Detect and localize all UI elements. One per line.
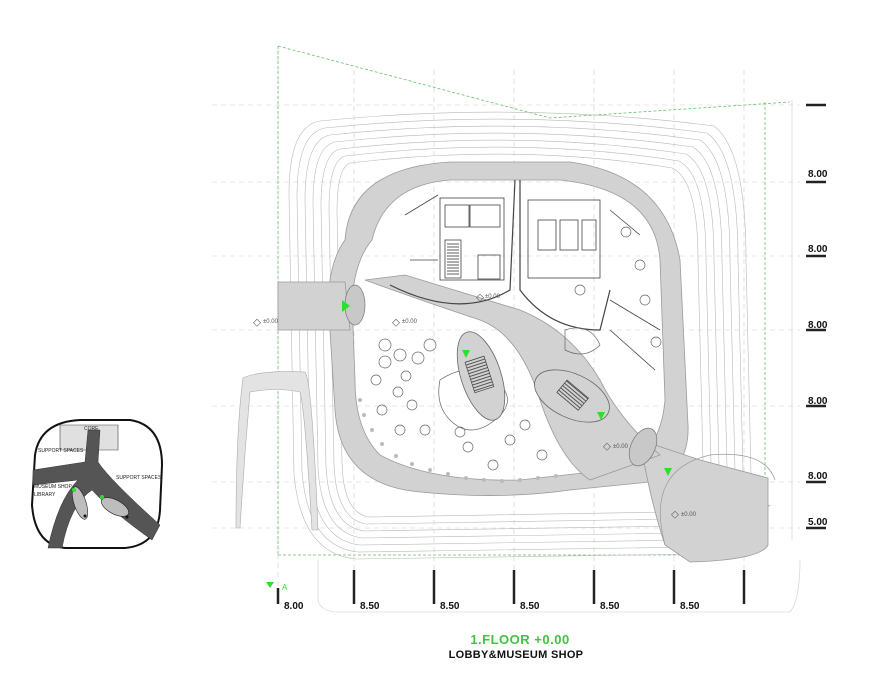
plaza-circle: [659, 454, 776, 546]
svg-text:8.50: 8.50: [600, 601, 620, 612]
section-marker: A: [266, 582, 288, 592]
svg-text:8.50: 8.50: [440, 601, 460, 612]
library-stair: [464, 355, 495, 394]
core-wall: [389, 179, 516, 305]
level-marker-west: ±0.00: [253, 318, 279, 327]
service-rooms: [404, 194, 661, 371]
svg-text:8.00: 8.00: [808, 244, 828, 255]
bottom-dimension-curve: [317, 559, 801, 613]
zoning-library-pod: [71, 486, 89, 520]
svg-text:MUSEUM SHOP: MUSEUM SHOP: [34, 484, 72, 490]
svg-text:8.50: 8.50: [520, 601, 540, 612]
west-entrance-walkway: [277, 281, 351, 331]
zoning-shop-pod: [101, 497, 129, 517]
svg-text:±0.00: ±0.00: [263, 319, 279, 325]
svg-text:8.00: 8.00: [808, 471, 828, 482]
svg-text:8.00: 8.00: [284, 601, 304, 612]
svg-text:8.00: 8.00: [808, 320, 828, 331]
svg-text:±0.00: ±0.00: [485, 294, 501, 300]
bottom-dimension-labels: 8.00 8.50 8.50 8.50 8.50 8.50: [284, 601, 700, 612]
svg-text:CORE: CORE: [84, 426, 99, 432]
zoning-diagram: CORE SUPPORT SPACES SUPPORT SPACES MUSEU…: [30, 419, 164, 549]
svg-text:8.50: 8.50: [680, 601, 700, 612]
svg-text:5.00: 5.00: [808, 517, 828, 528]
svg-text:8.00: 8.00: [808, 169, 828, 180]
seating-row: [358, 398, 558, 483]
southeast-plaza: [639, 439, 769, 563]
interior-walkway: [364, 274, 661, 481]
zoning-paths: [32, 429, 161, 549]
west-canopy: [235, 371, 319, 531]
entrance-arrows: [342, 300, 672, 476]
bottom-dimension-ticks: [276, 570, 746, 604]
svg-text:±0.00: ±0.00: [613, 444, 629, 450]
svg-text:8.50: 8.50: [360, 601, 380, 612]
museum-shop-stair: [556, 379, 589, 411]
svg-text:A: A: [282, 583, 288, 592]
svg-text:SUPPORT SPACES: SUPPORT SPACES: [38, 448, 84, 454]
level-marker-plaza: ±0.00: [671, 510, 697, 519]
floor-title: 1.FLOOR +0.00: [470, 632, 570, 647]
level-markers: ±0.00 ±0.00 ±0.00 ±0.00 ±0.00: [253, 293, 697, 519]
southeast-door: [628, 427, 658, 467]
svg-text:8.00: 8.00: [808, 396, 828, 407]
level-marker-shop: ±0.00: [603, 442, 629, 451]
svg-text:±0.00: ±0.00: [402, 319, 418, 325]
right-dimension-labels: 8.00 8.00 8.00 8.00 8.00 5.00: [808, 169, 828, 528]
stair-core: [447, 242, 459, 276]
right-dimension-ticks: [806, 103, 826, 530]
svg-text:LIBRARY: LIBRARY: [34, 492, 56, 498]
floor-subtitle: LOBBY&MUSEUM SHOP: [448, 649, 584, 661]
core-wall-2: [519, 180, 611, 331]
svg-text:SUPPORT SPACES: SUPPORT SPACES: [116, 475, 162, 481]
level-marker-core: ±0.00: [476, 293, 501, 302]
level-marker-hall: ±0.00: [392, 318, 418, 327]
svg-text:±0.00: ±0.00: [681, 512, 697, 518]
